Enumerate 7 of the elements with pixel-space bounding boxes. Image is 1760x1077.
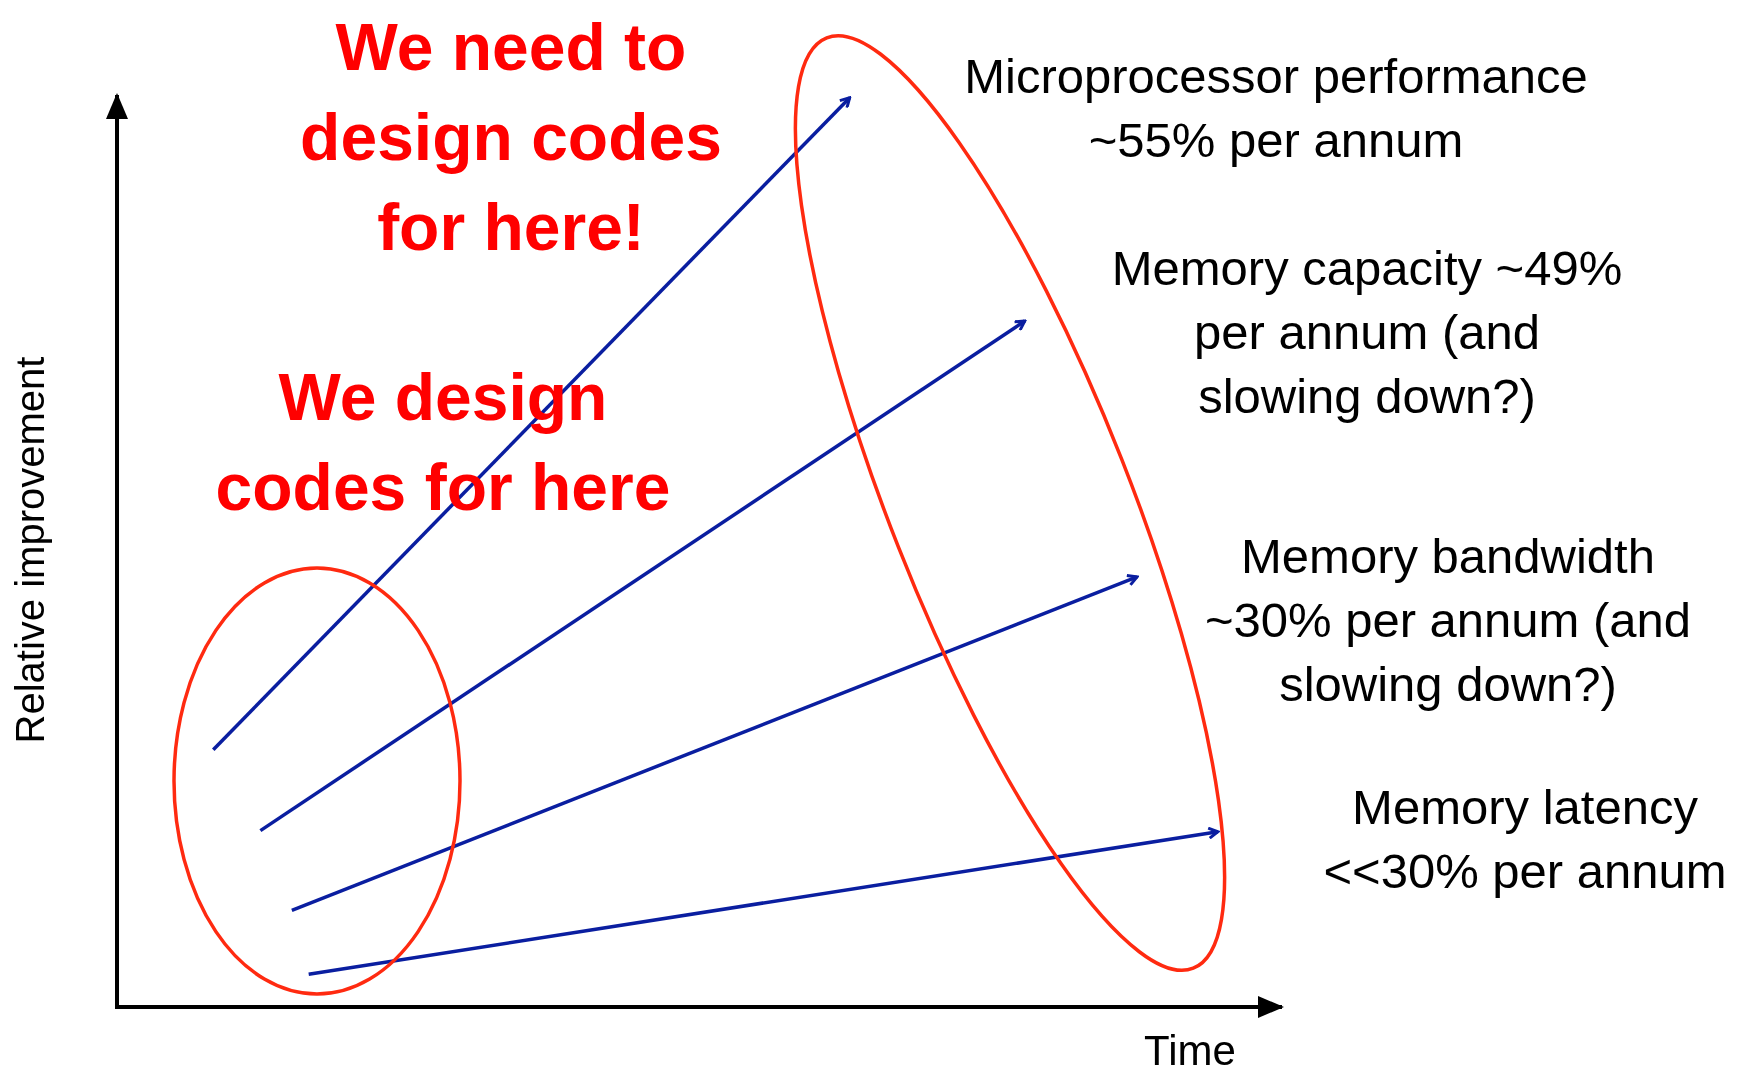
trend-label: Memory bandwidth ~30% per annum (and slowing down?) [1203,528,1693,713]
axis-title: Time [1143,1026,1237,1076]
trend-label: Memory capacity ~49% per annum (and slowing down?) [1110,240,1624,425]
axis-title: Relative improvement [7,355,53,746]
trend-label: Microprocessor performance ~55% per annum [963,48,1589,169]
callout-text: We need to design codes for here! [299,9,723,266]
trend-label: Memory latency <<30% per annum [1322,779,1728,900]
